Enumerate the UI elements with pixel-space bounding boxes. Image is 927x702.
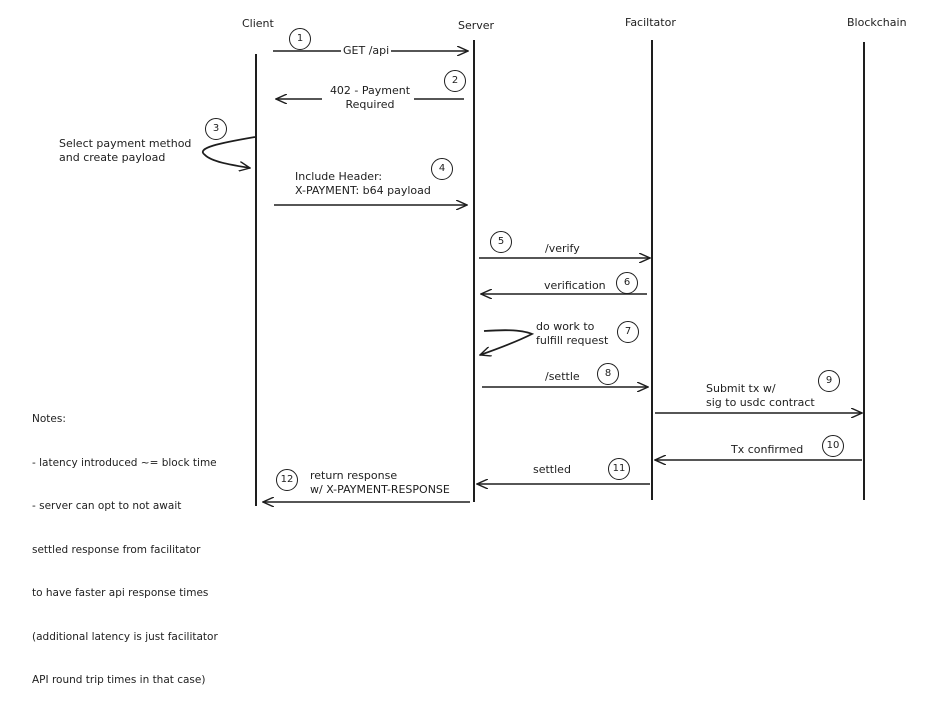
step-number-12: 12: [276, 469, 298, 491]
step-label-5: /verify: [545, 242, 580, 255]
step-label-1: GET /api: [341, 44, 392, 58]
step-number-3: 3: [205, 118, 227, 140]
step-label-6: verification: [544, 279, 606, 292]
actor-server: Server: [458, 19, 495, 32]
notes-line-3: settled response from facilitator: [32, 543, 201, 556]
step-label-4: Include Header: X-PAYMENT: b64 payload: [295, 170, 431, 198]
step-number-1: 1: [289, 28, 311, 50]
step-label-2-line-1: 402 - Payment: [329, 84, 411, 97]
notes-line-5: (additional latency is just facilitator: [32, 630, 218, 643]
step-number-8: 8: [597, 363, 619, 385]
step-label-7-line-2: fulfill request: [536, 334, 609, 347]
actor-client: Client: [242, 17, 274, 30]
step-label-4-line-1: Include Header:: [295, 170, 383, 183]
step-label-3-line-1: Select payment method: [59, 137, 192, 150]
step-number-6: 6: [616, 272, 638, 294]
step-label-7-line-1: do work to: [536, 320, 595, 333]
step-label-3: Select payment method and create payload: [59, 137, 191, 165]
step-label-2-line-2: Required: [345, 98, 395, 111]
sequence-diagram-canvas: [202, 40, 865, 521]
step-number-11: 11: [608, 458, 630, 480]
notes-line-6: API round trip times in that case): [32, 674, 206, 686]
step-label-12-line-2: w/ X-PAYMENT-RESPONSE: [310, 483, 450, 496]
actor-facilitator: Faciltator: [625, 16, 676, 29]
arrow-step-7: [480, 329, 535, 355]
step-number-9: 9: [818, 370, 840, 392]
step-number-2: 2: [444, 70, 466, 92]
step-label-7: do work to fulfill request: [536, 320, 608, 348]
step-label-4-line-2: X-PAYMENT: b64 payload: [295, 184, 431, 197]
step-number-10: 10: [822, 435, 844, 457]
step-label-9: Submit tx w/ sig to usdc contract: [706, 382, 815, 410]
notes-line-4: to have faster api response times: [32, 587, 209, 599]
step-label-3-line-2: and create payload: [59, 151, 166, 164]
step-label-9-line-1: Submit tx w/: [706, 382, 776, 395]
step-label-8: /settle: [545, 370, 580, 383]
notes-line-2: - server can opt to not await: [32, 500, 182, 512]
step-number-5: 5: [490, 231, 512, 253]
arrow-step-3: [202, 136, 256, 168]
notes-block: Notes: - latency introduced ~= block tim…: [32, 383, 218, 702]
step-number-7: 7: [617, 321, 639, 343]
step-label-11: settled: [533, 463, 571, 476]
step-label-2: 402 - Payment Required: [326, 84, 414, 112]
step-number-4: 4: [431, 158, 453, 180]
step-label-12: return response w/ X-PAYMENT-RESPONSE: [310, 469, 450, 497]
step-label-9-line-2: sig to usdc contract: [706, 396, 815, 409]
step-label-12-line-1: return response: [310, 469, 398, 482]
step-label-10: Tx confirmed: [731, 443, 804, 456]
actor-blockchain: Blockchain: [847, 16, 907, 29]
notes-line-1: - latency introduced ~= block time: [32, 456, 217, 469]
notes-title: Notes:: [32, 413, 66, 425]
